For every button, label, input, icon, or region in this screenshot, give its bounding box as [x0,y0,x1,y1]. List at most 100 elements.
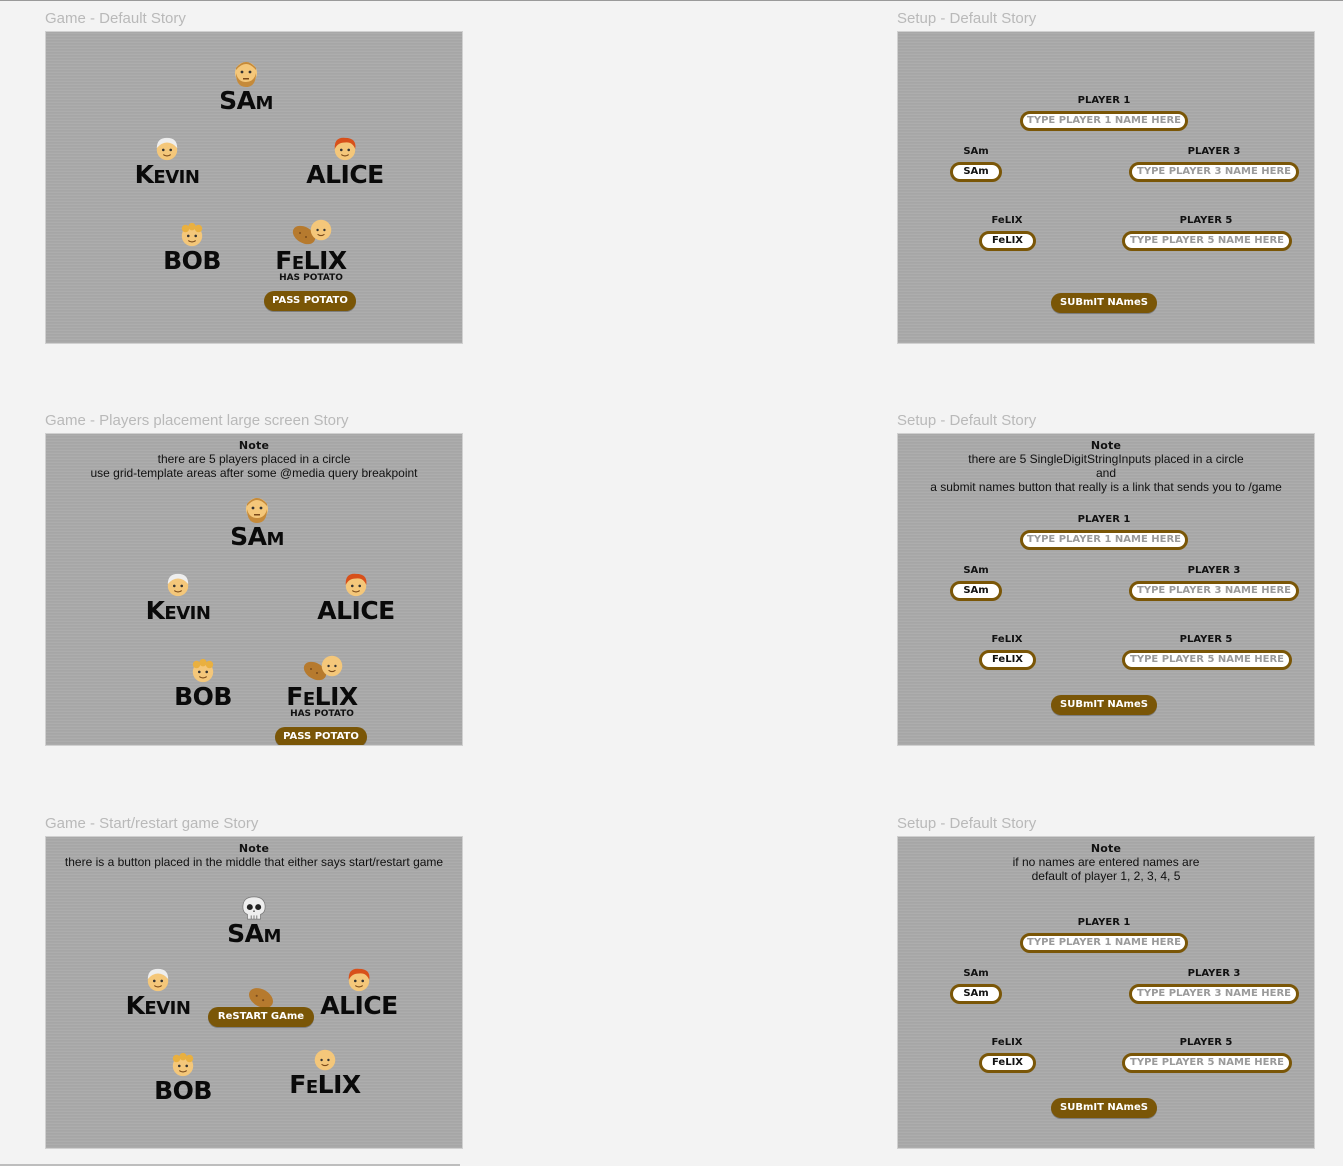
curly-haired-person-face-icon [172,1052,194,1077]
has-potato-label: HAS POTATO [290,709,354,719]
player-alice: ALICE [304,967,414,1019]
white-haired-man-face-icon [156,137,178,161]
note-line: use grid-template areas after some @medi… [90,466,418,480]
felix-label: FeLIX [991,634,1023,645]
note-line: there are 5 players placed in a circle [157,452,351,466]
bald-person-face-icon [314,1049,336,1071]
canvas-top-border [0,0,1343,1]
skull-icon [242,896,266,920]
note-title: Note [238,842,270,855]
player-name: ALICE [306,160,384,189]
player-kevin: Kevin [123,572,233,624]
has-potato-label: HAS POTATO [279,273,343,283]
player-name: BOB [163,246,221,275]
player5-input[interactable]: TYPE PLAYER 5 NAME HERE [1122,650,1292,670]
player5-label: PLAYER 5 [1179,215,1233,226]
curly-haired-person-face-icon [181,222,203,247]
player-sam: SAm [202,496,312,550]
note: Note there are 5 players placed in a cir… [46,439,462,480]
player-felix: FeLIX HAS POTATO [256,218,366,283]
player-bob: BOB [137,222,247,274]
player3-label: PLAYER 3 [1187,968,1241,979]
bearded-man-face-icon [235,62,257,87]
bald-person-face-icon [310,219,332,241]
story-frame-setup-default: PLAYER 1 TYPE PLAYER 1 NAME HERE SAm SAm… [897,31,1315,344]
submit-names-button[interactable]: SUBmIT NAmeS [1051,1098,1157,1118]
story-label[interactable]: Game - Start/restart game Story [45,815,259,832]
sam-label: SAm [963,968,989,979]
submit-names-button[interactable]: SUBmIT NAmeS [1051,695,1157,715]
felix-label: FeLIX [991,1037,1023,1048]
story-label[interactable]: Setup - Default Story [897,412,1037,429]
bald-person-face-icon [321,655,343,677]
player-name: ALICE [317,596,395,625]
player-name: BOB [154,1076,212,1105]
player3-label: PLAYER 3 [1187,146,1241,157]
story-label[interactable]: Game - Players placement large screen St… [45,412,349,429]
player1-input[interactable]: TYPE PLAYER 1 NAME HERE [1020,933,1188,953]
felix-label: FeLIX [991,215,1023,226]
sam-label: SAm [963,565,989,576]
player-felix: FeLIX HAS POTATO [267,654,377,719]
story-label[interactable]: Game - Default Story [45,10,186,27]
sam-input[interactable]: SAm [950,581,1002,601]
player5-label: PLAYER 5 [1179,1037,1233,1048]
felix-input[interactable]: FeLIX [979,231,1036,251]
potato-icon [303,661,327,681]
player5-input[interactable]: TYPE PLAYER 5 NAME HERE [1122,231,1292,251]
pass-potato-button[interactable]: PASS POTATO [264,291,356,311]
player-name: Kevin [125,991,191,1020]
player-name: Kevin [134,160,200,189]
restart-game-button[interactable]: ReSTART GAme [208,1007,314,1027]
potato-icon [292,225,316,245]
player-kevin: Kevin [112,136,222,188]
player-bob: BOB [148,658,258,710]
player1-input[interactable]: TYPE PLAYER 1 NAME HERE [1020,111,1188,131]
player-name: BOB [174,682,232,711]
player-sam: SAm [191,60,301,114]
player1-label: PLAYER 1 [1077,95,1131,106]
player-name: SAm [219,86,273,115]
submit-names-button[interactable]: SUBmIT NAmeS [1051,293,1157,313]
player-name: FeLIX [286,682,358,711]
sam-input[interactable]: SAm [950,162,1002,182]
player-alice: ALICE [301,572,411,624]
sam-input[interactable]: SAm [950,984,1002,1004]
player3-label: PLAYER 3 [1187,565,1241,576]
player-name: FeLIX [275,246,347,275]
player-alice: ALICE [290,136,400,188]
player-name: FeLIX [289,1070,361,1099]
story-label[interactable]: Setup - Default Story [897,815,1037,832]
felix-input[interactable]: FeLIX [979,1053,1036,1073]
story-frame-setup-inputs: Note there are 5 SingleDigitStringInputs… [897,433,1315,746]
story-frame-setup-defaults: Note if no names are entered names are d… [897,836,1315,1149]
note-line: and [1095,466,1117,480]
story-frame-start-restart: Note there is a button placed in the mid… [45,836,463,1149]
player-name: ALICE [320,991,398,1020]
sam-label: SAm [963,146,989,157]
player5-input[interactable]: TYPE PLAYER 5 NAME HERE [1122,1053,1292,1073]
red-haired-person-face-icon [348,968,370,992]
player3-input[interactable]: TYPE PLAYER 3 NAME HERE [1129,581,1299,601]
scrollbar-track[interactable] [0,1164,460,1166]
player-sam-dead: SAm [199,895,309,947]
note-line: a submit names button that really is a l… [930,480,1282,494]
player3-input[interactable]: TYPE PLAYER 3 NAME HERE [1129,162,1299,182]
red-haired-person-face-icon [334,137,356,161]
curly-haired-person-face-icon [192,658,214,683]
pass-potato-button[interactable]: PASS POTATO [275,727,367,745]
story-label[interactable]: Setup - Default Story [897,10,1037,27]
player-kevin: Kevin [103,967,213,1019]
red-haired-person-face-icon [345,573,367,597]
note: Note there is a button placed in the mid… [46,842,462,869]
bearded-man-face-icon [246,498,268,523]
note: Note if no names are entered names are d… [898,842,1314,883]
player-name: Kevin [145,596,211,625]
player3-input[interactable]: TYPE PLAYER 3 NAME HERE [1129,984,1299,1004]
note-line: there are 5 SingleDigitStringInputs plac… [968,452,1244,466]
felix-input[interactable]: FeLIX [979,650,1036,670]
note-line: there is a button placed in the middle t… [64,855,444,869]
player5-label: PLAYER 5 [1179,634,1233,645]
player-bob: BOB [128,1052,238,1104]
player1-input[interactable]: TYPE PLAYER 1 NAME HERE [1020,530,1188,550]
